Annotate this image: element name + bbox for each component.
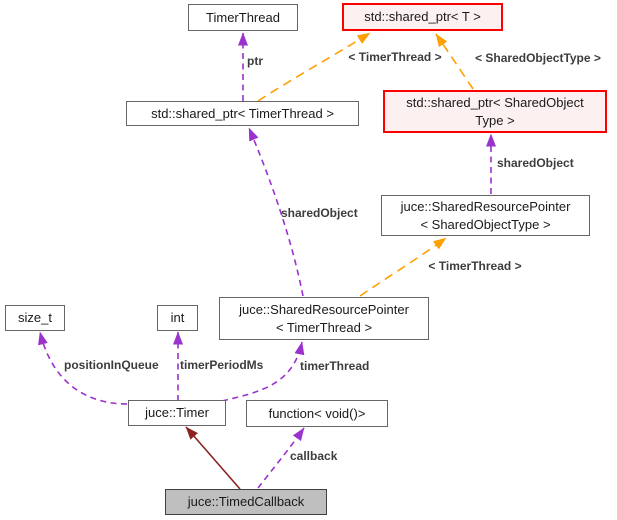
node-function-void[interactable]: function< void()>	[246, 400, 388, 427]
node-int[interactable]: int	[157, 305, 198, 331]
node-sharedresourcepointer-timerthread[interactable]: juce::SharedResourcePointer < TimerThrea…	[219, 297, 429, 340]
node-label-line2: < TimerThread >	[275, 319, 373, 335]
node-label: juce::TimedCallback	[187, 494, 305, 510]
node-label: size_t	[18, 310, 52, 326]
edge-callback	[257, 427, 305, 489]
edge-sharedobject-left	[248, 127, 304, 297]
node-label: std::shared_ptr< TimerThread >	[151, 105, 334, 121]
node-juce-timedcallback[interactable]: juce::TimedCallback	[165, 489, 327, 515]
node-label-line1: std::shared_ptr< SharedObject	[406, 94, 584, 110]
node-std-shared-ptr-t[interactable]: std::shared_ptr< T >	[342, 3, 503, 31]
edge-timerthread-member	[221, 341, 305, 402]
node-label: int	[170, 310, 185, 326]
edge-inheritance-timer	[185, 426, 241, 490]
edge-positioninqueue	[38, 331, 128, 405]
node-label-line1: juce::SharedResourcePointer	[239, 301, 409, 317]
edge-template-timerthread-mid	[359, 237, 447, 297]
node-std-shared-ptr-sharedobjecttype[interactable]: std::shared_ptr< SharedObject Type >	[383, 90, 607, 133]
node-std-shared-ptr-timerthread[interactable]: std::shared_ptr< TimerThread >	[126, 101, 359, 126]
edge-template-timerthread-top	[257, 32, 371, 102]
node-juce-timer[interactable]: juce::Timer	[128, 400, 226, 426]
node-size-t[interactable]: size_t	[5, 305, 65, 331]
node-label-line2: Type >	[475, 112, 515, 128]
node-label: function< void()>	[268, 405, 366, 421]
node-label: std::shared_ptr< T >	[364, 9, 481, 25]
node-label: juce::Timer	[145, 405, 209, 421]
node-label: TimerThread	[206, 9, 280, 25]
node-label-line1: juce::SharedResourcePointer	[400, 198, 571, 214]
node-sharedresourcepointer-sharedobjecttype[interactable]: juce::SharedResourcePointer < SharedObje…	[381, 195, 590, 236]
node-label-line2: < SharedObjectType >	[420, 216, 551, 232]
edge-template-sharedobjecttype	[435, 33, 474, 90]
node-timerthread[interactable]: TimerThread	[188, 4, 298, 31]
